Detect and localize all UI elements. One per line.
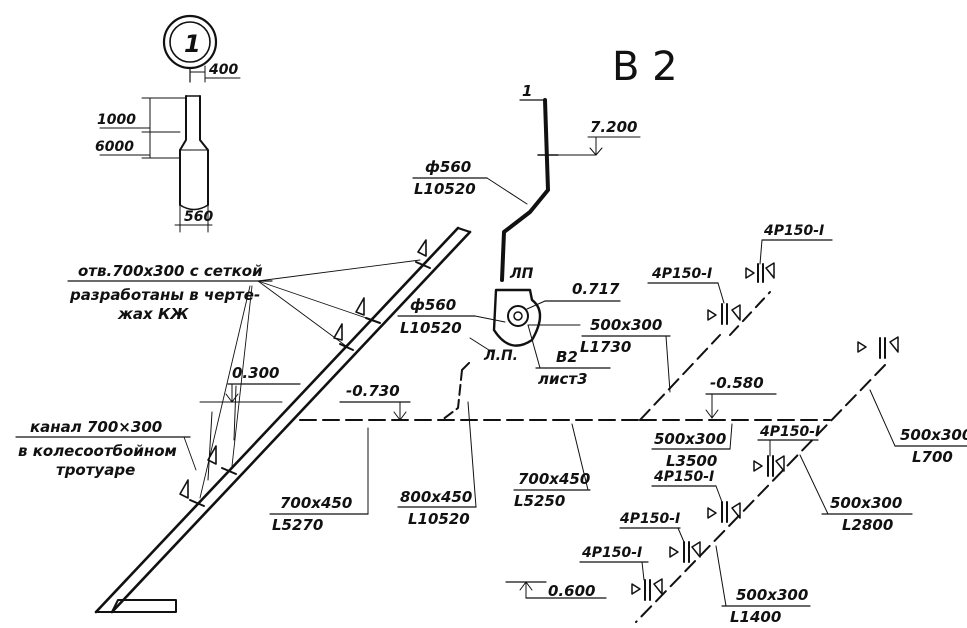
notes-left: отв.700х300 с сеткой разработаны в черте…: [15, 259, 421, 499]
fan-diameter: ф560: [410, 296, 456, 314]
grille-g5: 4Р150-I: [651, 469, 741, 523]
note-openings: отв.700х300 с сеткой: [78, 262, 263, 280]
d7-size: 500х300: [830, 494, 902, 512]
system-title: В 2: [612, 44, 678, 90]
grille-g3: [857, 336, 899, 359]
d4-size: 700х450: [518, 470, 590, 488]
fan-sheet-label: В2: [556, 348, 578, 366]
right-branch-duct: 500х300 L700 500х300 L2800 500х300 L1400: [635, 364, 967, 626]
elev-e3: -0.580: [710, 374, 764, 392]
d5-size: 500х300: [654, 430, 726, 448]
fan-unit: 0.717 В2 лист3 ф560 L10520 Л.П.: [397, 280, 621, 388]
note-channel-1: канал 700×300: [30, 418, 162, 436]
canal-duct: [94, 226, 472, 614]
elev-e2: -0.730: [346, 382, 400, 400]
grille-g1: 4Р150-I: [745, 223, 833, 283]
grille-label-6: 4Р150-I: [581, 545, 642, 561]
callout-number: 1: [184, 30, 201, 58]
grille-label-1: 4Р150-I: [763, 223, 824, 239]
d7-length: L2800: [842, 516, 893, 534]
riser-length: L10520: [414, 180, 476, 198]
d6-size: 500х300: [900, 426, 967, 444]
callout-dim-a: 1000: [97, 112, 136, 128]
d8-length: L1400: [730, 608, 781, 626]
note-designed-1: разработаны в черте-: [69, 286, 260, 304]
grille-g7: 4Р150-I: [579, 545, 663, 601]
d1-size: 500х300: [590, 316, 662, 334]
d1-length: L1730: [580, 338, 631, 356]
note-channel-2: в колесоотбойном: [18, 442, 177, 460]
elev-e1: 0.300: [232, 364, 279, 382]
duct-label-d4: 700х450 L5250: [513, 423, 591, 510]
grille-label-5: 4Р150-I: [619, 511, 680, 527]
fan-lp-label: Л.П.: [483, 348, 518, 364]
riser-diameter: ф560: [425, 158, 471, 176]
elev-e4: 0.600: [548, 582, 595, 600]
grille-g2: 4Р150-I: [647, 266, 741, 325]
duct-label-d5: 500х300 L3500: [651, 423, 733, 470]
note-channel-3: тротуаре: [56, 461, 135, 479]
duct-label-d3: 800х450 L10520: [397, 401, 477, 528]
riser-1: 1 7.200 ф560 L10520 ЛП: [412, 82, 641, 282]
d6-length: L700: [912, 448, 953, 466]
detail-callout: 1 400 1000 6000 560: [95, 14, 241, 233]
fan-sheet-ref: лист3: [538, 370, 588, 388]
main-duct: -0.730 -0.580: [299, 291, 831, 421]
d5-length: L3500: [666, 452, 717, 470]
riser-lp-label: ЛП: [509, 266, 534, 282]
duct-label-d1: 500х300 L1730: [580, 316, 671, 393]
fan-length: L10520: [400, 319, 462, 337]
grille-label-3: 4Р150-I: [759, 424, 820, 440]
elevation-0600: 0.600: [505, 581, 607, 600]
d3-size: 800х450: [400, 488, 472, 506]
grille-label-4: 4Р150-I: [653, 469, 714, 485]
d2-size: 700х450: [280, 494, 352, 512]
riser-elev-top: 7.200: [590, 118, 637, 136]
d3-length: L10520: [408, 510, 470, 528]
grille-label-2: 4Р150-I: [651, 266, 712, 282]
riser-number: 1: [522, 82, 532, 100]
callout-inner-circle: [169, 21, 211, 63]
callout-dim-bottom: 560: [184, 209, 213, 225]
d8-size: 500х300: [736, 586, 808, 604]
duct-label-d2: 700х450 L5270: [269, 427, 369, 534]
note-designed-2: жах КЖ: [117, 305, 189, 323]
callout-dim-top: 400: [208, 62, 238, 78]
d2-length: L5270: [272, 516, 323, 534]
fan-elev: 0.717: [572, 280, 620, 298]
callout-dim-b: 6000: [95, 139, 134, 155]
elevation-0300: 0.300: [199, 364, 301, 403]
d4-length: L5250: [514, 492, 565, 510]
grille-g4: 4Р150-I: [753, 424, 820, 477]
grille-g6: 4Р150-I: [619, 511, 701, 563]
